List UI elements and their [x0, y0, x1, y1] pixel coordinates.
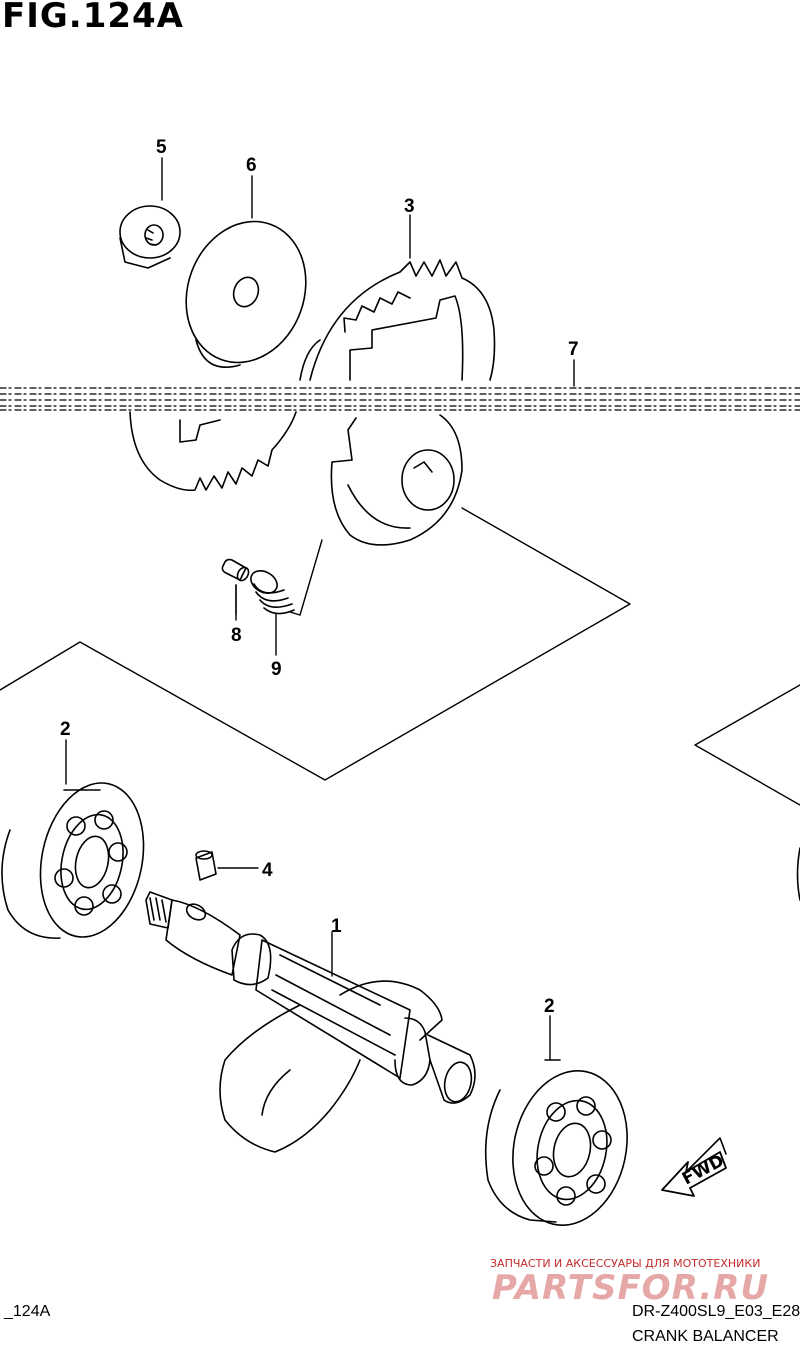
- leader-lines: [65, 157, 575, 1061]
- callout-8: 8: [231, 625, 242, 646]
- fwd-label: FWD: [679, 1151, 728, 1190]
- part-drive-hub: [330, 414, 463, 546]
- diagram-caption: CRANK BALANCER: [632, 1328, 779, 1345]
- part-dowel: [195, 850, 217, 881]
- part-bearing-left: [1, 782, 145, 939]
- figure-title: FIG.124A: [2, 0, 184, 36]
- callout-4: 4: [262, 860, 273, 881]
- part-balancer-shaft: [145, 891, 476, 1153]
- part-bearing-right: [484, 1059, 628, 1226]
- part-balancer-gear-lower: [129, 411, 297, 492]
- part-spring: [250, 570, 295, 615]
- assembly-outline: [0, 507, 800, 806]
- callout-7: 7: [568, 339, 579, 360]
- callout-1: 1: [331, 916, 342, 937]
- callout-9: 9: [271, 659, 282, 680]
- figure-ref-code: _124A: [4, 1303, 51, 1320]
- part-bearing-edge: [796, 847, 800, 901]
- scan-band: [0, 387, 800, 411]
- callout-6: 6: [246, 155, 257, 176]
- callout-2-left: 2: [60, 719, 71, 740]
- part-washer: [185, 220, 307, 369]
- watermark-tagline: ЗАПЧАСТИ И АКСЕССУАРЫ ДЛЯ МОТОТЕХНИКИ: [490, 1257, 761, 1270]
- model-code: DR-Z400SL9_E03_E28_: [632, 1303, 800, 1320]
- callout-2-right: 2: [544, 996, 555, 1017]
- fwd-arrow-badge: FWD: [661, 1137, 728, 1197]
- callout-3: 3: [404, 196, 415, 217]
- watermark-logo: PARTSFOR.RU: [492, 1268, 770, 1308]
- callout-labels: 1 2 2 3 4 5 6 7 8 9: [60, 137, 579, 1017]
- callout-5: 5: [156, 137, 167, 158]
- part-pin: [221, 558, 250, 582]
- part-nut: [119, 205, 181, 269]
- part-balancer-gear-upper: [299, 259, 496, 381]
